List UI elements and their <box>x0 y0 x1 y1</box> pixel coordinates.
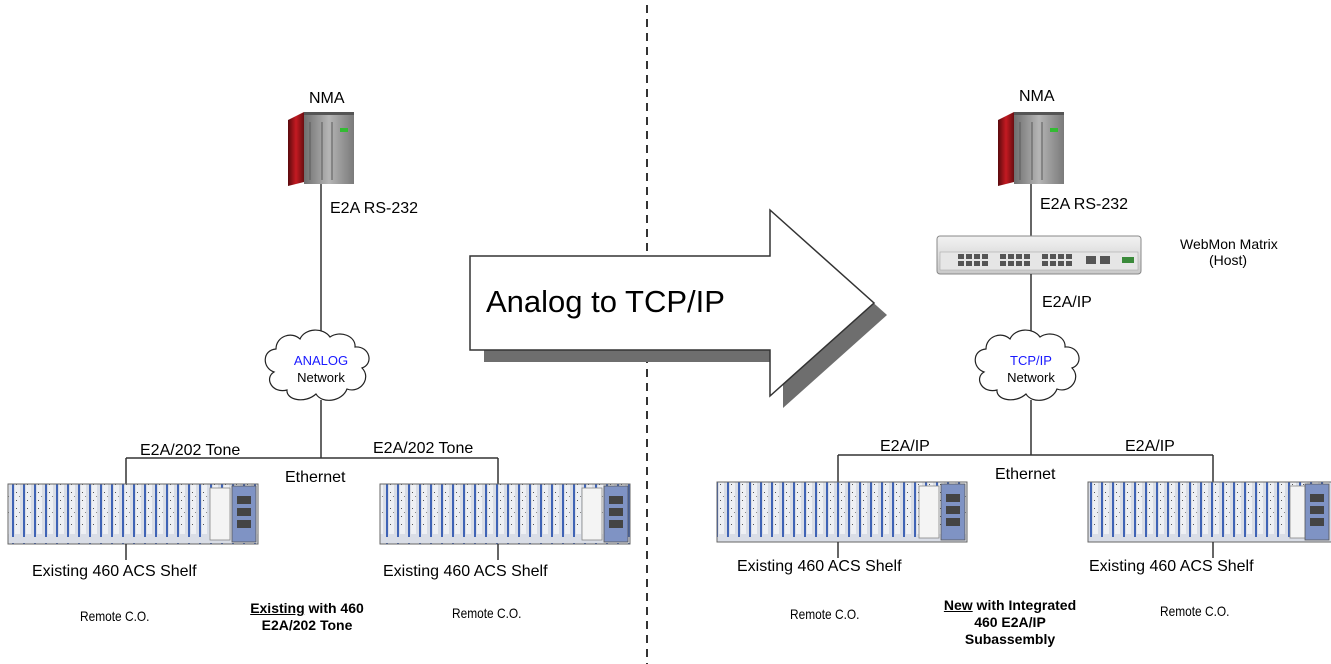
shelf-label-left-b: Existing 460 ACS Shelf <box>383 563 548 580</box>
host-label: WebMon Matrix (Host) <box>1180 236 1278 268</box>
branch-label-right-b: E2A/IP <box>1125 438 1175 455</box>
rack-shelf-icon <box>7 483 259 545</box>
cloud-network-left: Network <box>297 370 345 385</box>
host-link-label: E2A/IP <box>1042 294 1092 311</box>
remote-label-right-b: Remote C.O. <box>1160 603 1230 619</box>
host-line2: (Host) <box>1208 252 1248 268</box>
rack-shelf-icon <box>1087 481 1331 543</box>
caption-emph-right: New <box>943 597 973 613</box>
shelf-label-left-a: Existing 460 ACS Shelf <box>32 563 197 580</box>
rs232-label-left: E2A RS-232 <box>330 200 419 217</box>
shelf-label-right-a: Existing 460 ACS Shelf <box>737 558 902 575</box>
rack-shelf-icon <box>716 481 968 543</box>
server-icon <box>998 112 1064 186</box>
branch-label-right-a: E2A/IP <box>880 438 930 455</box>
caption-right: New with Integrated 460 E2A/IP Subassemb… <box>925 597 1095 648</box>
ethernet-label-left: Ethernet <box>285 469 346 486</box>
caption-line2-left: E2A/202 Tone <box>261 617 353 633</box>
arrow-label: Analog to TCP/IP <box>486 284 725 319</box>
cloud-icon <box>264 329 370 401</box>
caption-left: Existing with 460 E2A/202 Tone <box>232 600 382 634</box>
shelf-label-right-b: Existing 460 ACS Shelf <box>1089 558 1254 575</box>
rack-shelf-icon <box>379 483 631 545</box>
caption-emph-left: Existing <box>250 600 305 616</box>
rs232-label-right: E2A RS-232 <box>1040 196 1129 213</box>
cloud-label-left: ANALOG Network <box>283 352 359 386</box>
host-line1: WebMon Matrix <box>1180 236 1278 252</box>
nma-label-right: NMA <box>1019 88 1055 105</box>
remote-label-left-b: Remote C.O. <box>452 605 522 621</box>
caption-line2-right: 460 E2A/IP <box>974 614 1046 630</box>
caption-rest-left: with 460 <box>304 600 364 616</box>
server-icon <box>288 112 354 186</box>
ethernet-label-right: Ethernet <box>995 466 1056 483</box>
cloud-network-right: Network <box>1007 370 1055 385</box>
cloud-label-right: TCP/IP Network <box>993 352 1069 386</box>
remote-label-left-a: Remote C.O. <box>80 608 150 624</box>
arrow-right-icon <box>469 208 887 408</box>
branch-label-left-a: E2A/202 Tone <box>140 442 241 459</box>
caption-line3-right: Subassembly <box>964 631 1056 647</box>
remote-label-right-a: Remote C.O. <box>790 606 860 622</box>
branch-label-left-b: E2A/202 Tone <box>373 440 474 457</box>
router-icon <box>936 235 1142 275</box>
caption-rest-right: with Integrated <box>972 597 1077 613</box>
cloud-icon <box>974 329 1080 401</box>
cloud-type-left: ANALOG <box>293 353 349 368</box>
cloud-type-right: TCP/IP <box>1010 353 1052 368</box>
nma-label-left: NMA <box>309 90 345 107</box>
